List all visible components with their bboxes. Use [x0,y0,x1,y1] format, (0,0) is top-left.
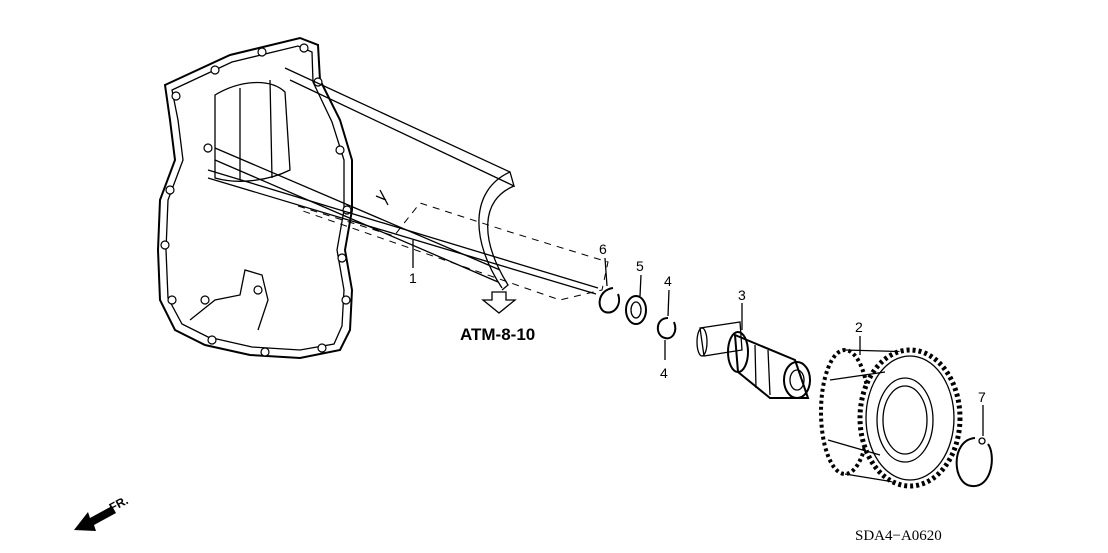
snap-ring-small [598,287,620,314]
callout-5: 5 [636,258,644,274]
washer [625,295,647,325]
callout-line-6 [604,257,608,287]
gear [819,347,963,489]
pipe [207,169,609,301]
callout-4-upper: 4 [664,273,672,289]
diagram-code: SDA4−A0620 [855,528,942,544]
snap-ring-large [955,437,993,488]
callout-line-5 [639,274,642,297]
callout-4-lower: 4 [660,365,668,381]
callout-7: 7 [978,389,986,405]
shell [214,67,516,291]
shaft [696,321,811,399]
front-arrow-icon [74,506,116,531]
callout-6: 6 [599,241,607,257]
housing-gasket [156,36,354,360]
ring [656,317,677,340]
callout-3: 3 [738,287,746,303]
callout-2: 2 [855,319,863,335]
callout-1: 1 [409,270,417,286]
reference-arrow-icon [481,291,517,314]
callout-line-4a [667,289,670,317]
reference-label[interactable]: ATM-8-10 [460,325,535,344]
